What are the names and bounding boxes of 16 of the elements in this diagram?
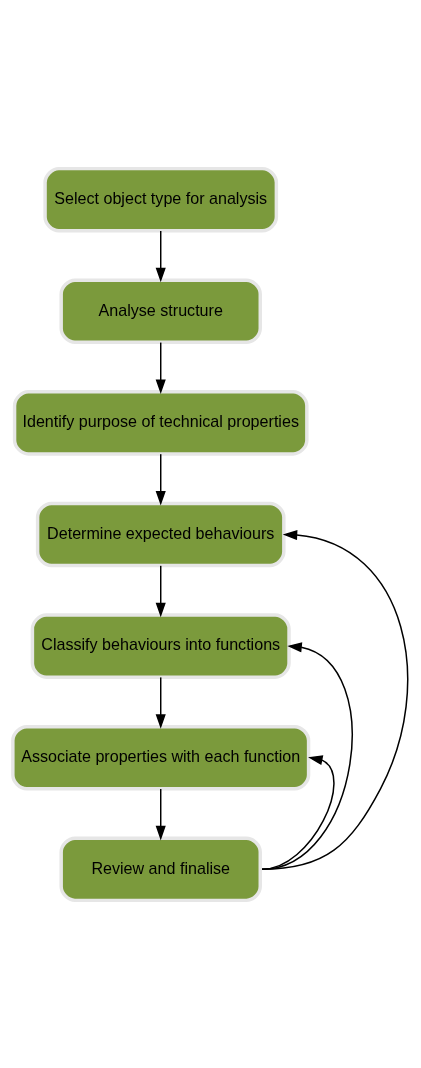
arrow [155, 564, 166, 617]
arrow [261, 754, 335, 870]
arrow [155, 787, 166, 840]
node-box: Analyse structure [59, 278, 262, 344]
node-box: Identify purpose of technical properties [12, 389, 309, 456]
arrow [155, 452, 166, 506]
arrow [155, 341, 166, 394]
arrow [155, 676, 166, 729]
node-box: Select object type for analysis [43, 166, 279, 232]
arrow [261, 529, 409, 870]
arrow [261, 641, 353, 870]
node-box: Review and finalise [59, 836, 262, 902]
node-box: Determine expected behaviours [35, 501, 286, 567]
node-box: Classify behaviours into functions [30, 612, 291, 679]
arrow [155, 229, 166, 282]
node-box: Associate properties with each function [11, 724, 311, 790]
